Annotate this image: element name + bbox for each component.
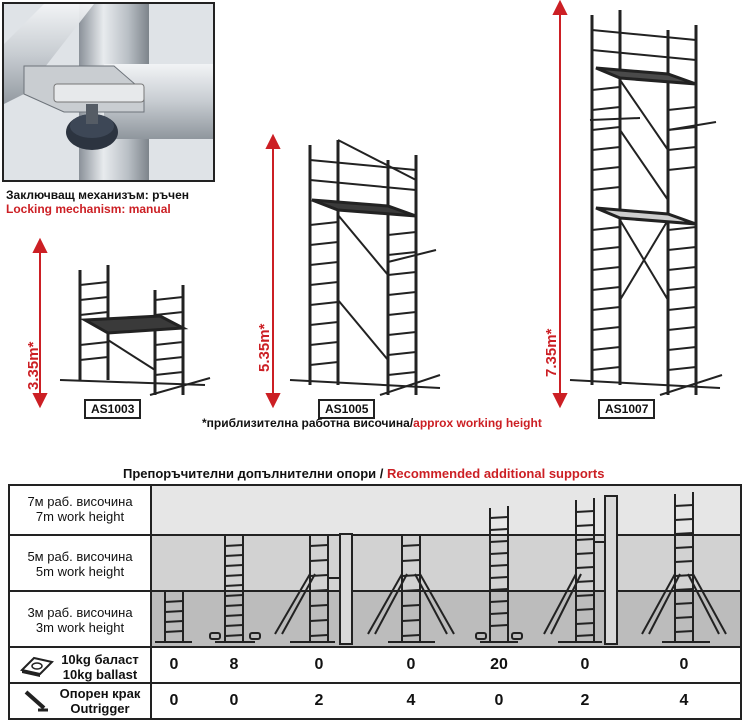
height-as1005: 5.35m* <box>256 323 273 372</box>
model-tag-as1007: AS1007 <box>598 399 656 419</box>
ballast-value-2: 8 <box>229 656 239 673</box>
outrigger-value-1: 0 <box>169 692 179 709</box>
ballast-value-1: 0 <box>169 656 179 673</box>
outrigger-value-3: 2 <box>314 692 324 709</box>
support-configurations-illustration <box>155 492 727 645</box>
lock-caption-bg: Заключващ механизъм: ръчен <box>6 188 190 202</box>
height-as1003: 3.35m* <box>25 341 42 390</box>
outrigger-leg-icon <box>22 688 50 719</box>
band-7m <box>150 486 740 534</box>
lock-caption-en: Locking mechanism: manual <box>6 202 171 216</box>
ballast-value-6: 0 <box>580 656 590 673</box>
footnote-en: approx working height <box>413 416 542 430</box>
config-6 <box>543 495 618 645</box>
outrigger-label-en: Outrigger <box>70 701 130 716</box>
footnote: *приблизителна работна височина/approx w… <box>202 416 542 430</box>
row-label-5m: 5м раб. височина 5m work height <box>10 549 150 579</box>
ballast-label: 10kg баласт 10kg ballast <box>50 652 150 682</box>
outrigger-value-6: 2 <box>580 692 590 709</box>
supports-title-bg: Препоръчителни допълнителни опори / <box>123 466 388 481</box>
row-label-3m: 3м раб. височина 3m work height <box>10 605 150 635</box>
ballast-value-7: 0 <box>679 656 689 673</box>
footnote-bg: *приблизителна работна височина/ <box>202 416 414 430</box>
row-5m-en: 5m work height <box>35 564 125 579</box>
outrigger-label: Опорен крак Outrigger <box>50 686 150 716</box>
locking-mechanism-photo <box>2 2 215 182</box>
config-1 <box>155 590 192 643</box>
row-label-7m: 7м раб. височина 7m work height <box>10 494 150 524</box>
row-5m-bg: 5м раб. височина <box>27 549 133 564</box>
supports-title-en: Recommended additional supports <box>387 466 605 481</box>
model-tag-as1005: AS1005 <box>318 399 376 419</box>
height-as1007: 7.35m* <box>543 328 560 377</box>
ballast-label-en: 10kg ballast <box>62 667 138 682</box>
outrigger-value-7: 4 <box>679 692 689 709</box>
row-3m-en: 3m work height <box>35 620 125 635</box>
config-3 <box>274 533 353 645</box>
config-7 <box>641 492 727 643</box>
config-4 <box>367 534 455 643</box>
ballast-label-bg: 10kg баласт <box>61 652 139 667</box>
locking-clamp-icon <box>4 4 213 180</box>
outrigger-value-2: 0 <box>229 692 239 709</box>
scaffold-as1007 <box>569 10 723 396</box>
scaffold-models-illustration <box>32 0 723 409</box>
supports-table: 7м раб. височина 7m work height 5м раб. … <box>8 484 742 720</box>
row-7m-bg: 7м раб. височина <box>27 494 133 509</box>
ballast-value-3: 0 <box>314 656 324 673</box>
row-3m-bg: 3м раб. височина <box>27 605 133 620</box>
row-7m-en: 7m work height <box>35 509 125 524</box>
outrigger-value-5: 0 <box>494 692 504 709</box>
ballast-value-4: 0 <box>406 656 416 673</box>
outrigger-value-4: 4 <box>406 692 416 709</box>
scaffold-as1003 <box>59 265 211 396</box>
supports-title: Препоръчителни допълнителни опори / Reco… <box>123 466 604 481</box>
ballast-weight-icon <box>20 654 54 683</box>
model-tag-as1003: AS1003 <box>84 399 142 419</box>
outrigger-label-bg: Опорен крак <box>59 686 141 701</box>
band-5m <box>150 534 740 590</box>
config-2 <box>209 534 261 643</box>
scaffold-as1005 <box>289 139 441 396</box>
config-5 <box>475 506 523 643</box>
ballast-value-5: 20 <box>490 656 508 673</box>
